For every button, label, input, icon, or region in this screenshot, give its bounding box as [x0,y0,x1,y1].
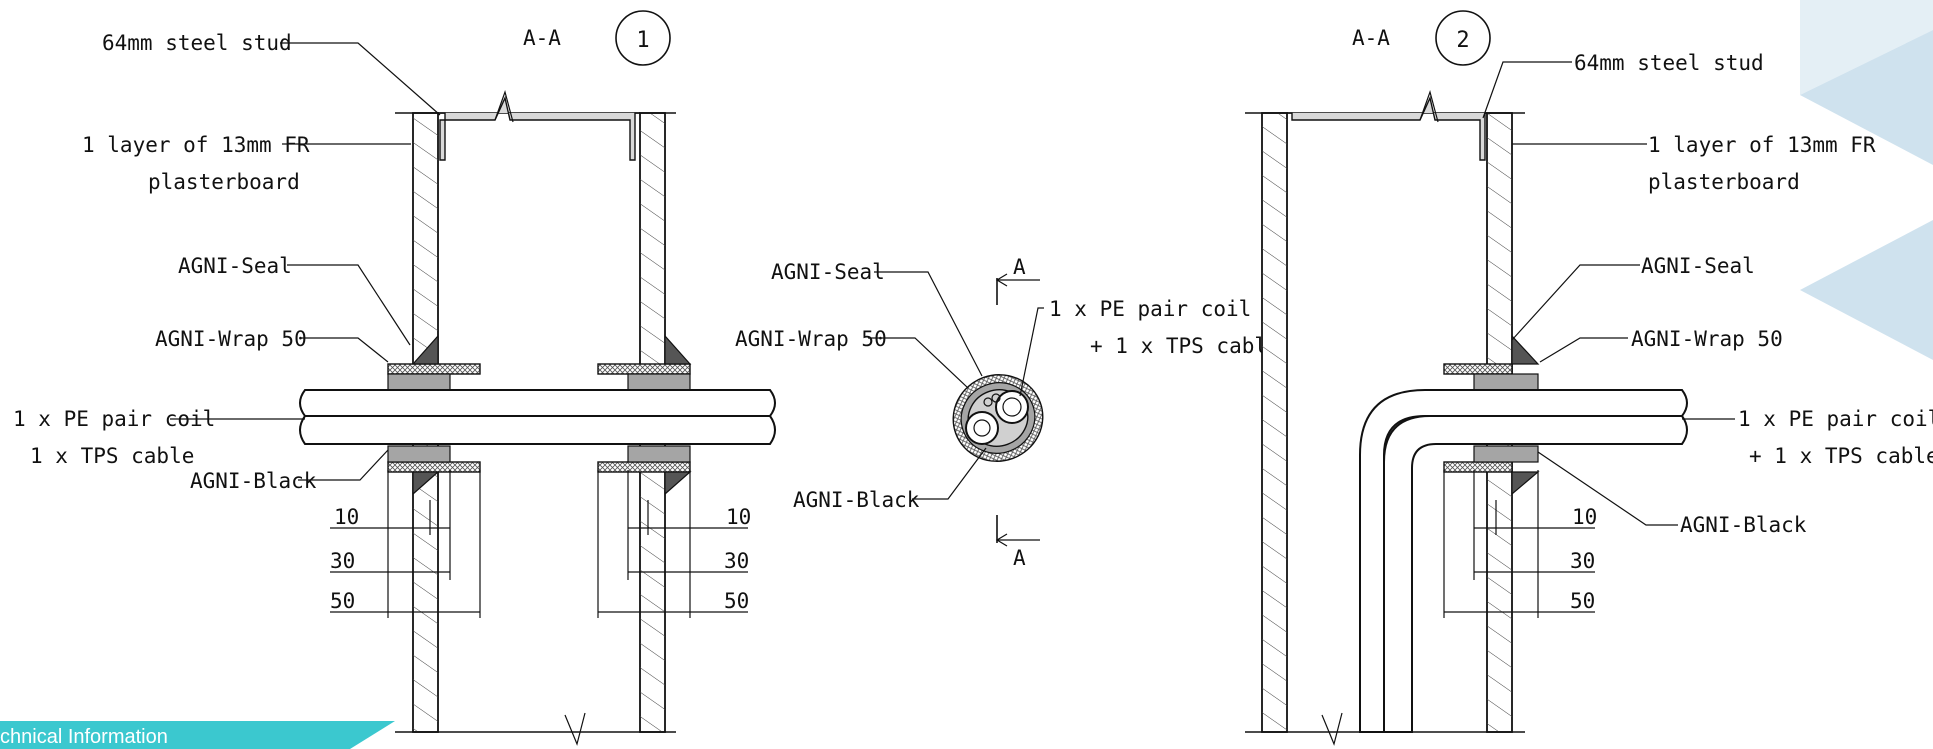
view-2-number: 2 [1456,28,1469,53]
tps-inner [973,419,991,437]
black-lower-right [627,445,691,463]
board-label-1b: plasterboard [148,170,300,194]
black-lower-left [387,445,451,463]
black-label-1: AGNI-Black [190,469,317,493]
seal-upper-right [664,334,692,365]
seal-upper-left [411,334,439,365]
black-upper-left [387,373,451,391]
seal-label-1: AGNI-Seal [178,254,292,278]
tps-label-center: + 1 x TPS cable [1090,334,1280,358]
dimensions-mid [597,470,748,618]
leaders-1 [170,42,441,481]
footer-label: chnical Information [0,726,168,748]
pe-pair-coil-2 [1359,389,1688,733]
dimensions-left [330,470,481,618]
wrap-lower-2 [1443,461,1513,473]
break-top-2 [1419,89,1439,123]
pe-pair-coil-section [995,390,1029,424]
dim-30-right: 30 [1570,549,1595,573]
board-right-1-low-hatch [640,442,665,732]
board-right-1-hatch [640,113,665,393]
black-upper-right [627,373,691,391]
seal-lower-2 [1511,471,1540,496]
seal-upper-2 [1511,334,1540,365]
pe-pair-coil-1 [299,389,776,417]
cut-label-top: A [1013,255,1026,279]
board-label-1a: 1 layer of 13mm FR [82,133,310,157]
pe-label-center: 1 x PE pair coil [1049,297,1251,321]
board-label-2b: plasterboard [1648,170,1800,194]
wrap-label-1: AGNI-Wrap 50 [155,327,307,351]
dim-30-mid: 30 [724,549,749,573]
small-core-a [983,397,993,407]
section-cut-marks [995,273,1040,547]
dim-10-left: 10 [334,505,359,529]
board-outer-2-hatch [1262,113,1287,732]
wrap-lower-left [387,461,481,473]
corner-decoration [1800,0,1933,360]
view-2-circle [1435,10,1491,66]
break-top-1 [494,89,514,123]
black-label-center: AGNI-Black [793,488,920,512]
section-label-2: A-A [1352,26,1390,50]
dim-30-left: 30 [330,549,355,573]
steel-stud-2 [1287,95,1487,161]
dim-10-right: 10 [1572,505,1597,529]
break-bottom-2 [1321,712,1343,746]
pe-label-1: 1 x PE pair coil [13,407,215,431]
black-label-2: AGNI-Black [1680,513,1807,537]
dim-50-left: 50 [330,589,355,613]
stud-label-1: 64mm steel stud [102,31,292,55]
wrap-lower-right [597,461,691,473]
view-1: 1 A-A 64mm steel stud 1 layer of 13mm FR… [13,10,776,746]
board-inner-2-low-hatch [1487,442,1512,732]
seal-lower-right [664,471,692,496]
dim-10-mid: 10 [726,505,751,529]
wrap-upper-right [597,363,691,375]
stud-label-2: 64mm steel stud [1574,51,1764,75]
view-1-circle [615,10,671,66]
pe-inner [1002,397,1022,417]
footer-tab [0,721,395,749]
seal-label-center: AGNI-Seal [771,260,885,284]
tps-label-1: 1 x TPS cable [30,444,194,468]
dimensions-right [1443,470,1595,618]
seal-label-2: AGNI-Seal [1641,254,1755,278]
tps-cable-2 [1383,415,1688,733]
tps-cable-1 [299,415,776,445]
break-bottom-1 [564,712,586,746]
wrap-label-center: AGNI-Wrap 50 [735,327,887,351]
wrap-label-2: AGNI-Wrap 50 [1631,327,1783,351]
dim-50-right: 50 [1570,589,1595,613]
dim-50-mid: 50 [724,589,749,613]
board-label-2a: 1 layer of 13mm FR [1648,133,1876,157]
seal-lower-left [412,471,440,496]
black-upper-2 [1473,373,1539,391]
steel-stud-1 [438,95,640,161]
wrap-upper-2 [1443,363,1513,375]
small-core-b [991,393,1001,403]
leaders-2 [1482,61,1735,526]
cut-label-bottom: A [1013,546,1026,570]
view-1-number: 1 [636,28,649,53]
black-lower-2 [1473,445,1539,463]
leaders-center [868,271,1044,500]
tps-label-2: + 1 x TPS cable [1749,444,1933,468]
board-inner-2-hatch [1487,113,1512,393]
pe-label-2: 1 x PE pair coil [1738,407,1933,431]
center-section: A A AGNI-Seal AGNI-Wrap 50 1 x PE pair c… [735,255,1280,570]
section-label-1: A-A [523,26,561,50]
wrap-upper-left [387,363,481,375]
tps-cable-section [965,411,999,445]
view-2: 2 A-A 64mm steel stud 1 layer of 13mm FR… [1245,10,1933,746]
